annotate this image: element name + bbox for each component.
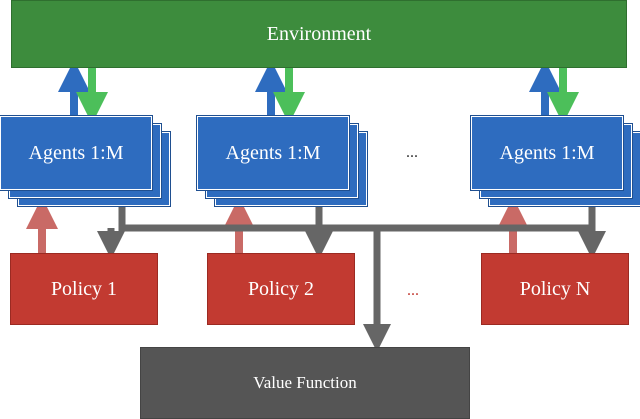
environment-label: Environment xyxy=(266,22,372,45)
agent-layer-front: Agents 1:M xyxy=(197,116,349,190)
agent-layer-front: Agents 1:M xyxy=(471,116,623,190)
policy-n-box: Policy N xyxy=(481,253,629,325)
agents-stack-1: Agents 1:M xyxy=(0,116,170,216)
agents-label-2: Agents 1:M xyxy=(225,141,321,164)
agents-label-1: Agents 1:M xyxy=(28,141,124,164)
policies-ellipsis: ... xyxy=(407,282,419,299)
value-function-label: Value Function xyxy=(253,373,357,392)
agents-stack-2: Agents 1:M xyxy=(197,116,367,216)
agents-ellipsis: ... xyxy=(406,144,418,161)
agents-stack-n: Agents 1:M xyxy=(471,116,640,216)
value-function-box: Value Function xyxy=(140,347,470,419)
environment-box: Environment xyxy=(11,0,627,68)
policy-1-box: Policy 1 xyxy=(10,253,158,325)
agents-label-n: Agents 1:M xyxy=(499,141,595,164)
policy-2-box: Policy 2 xyxy=(207,253,355,325)
policy-2-label: Policy 2 xyxy=(247,277,315,300)
agent-layer-front: Agents 1:M xyxy=(0,116,152,190)
policy-1-label: Policy 1 xyxy=(50,277,118,300)
policy-n-label: Policy N xyxy=(519,277,591,300)
